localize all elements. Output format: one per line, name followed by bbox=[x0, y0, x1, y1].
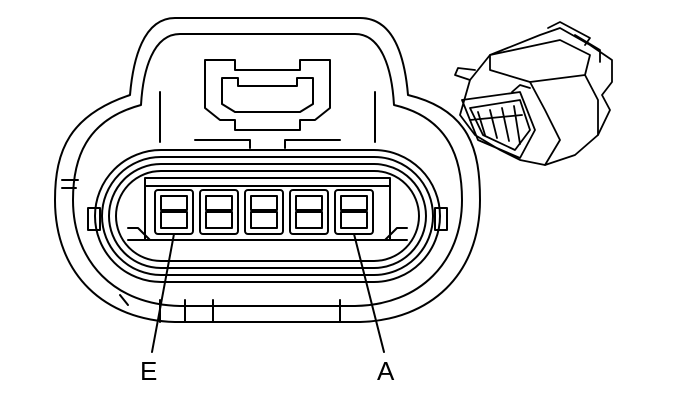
terminal-cavity-b bbox=[289, 189, 329, 235]
side-key-left bbox=[87, 207, 101, 231]
leader-line-a bbox=[353, 233, 385, 353]
connector-isometric-view bbox=[454, 21, 613, 166]
terminal-cavity-e bbox=[154, 189, 194, 235]
pin-label-a: A bbox=[377, 356, 395, 386]
housing-outer-outline bbox=[54, 17, 481, 323]
seal-ring-inner bbox=[115, 170, 420, 262]
terminal-cavity-d bbox=[199, 189, 239, 235]
terminal-cavity-c bbox=[244, 189, 284, 235]
seal-ring-outer bbox=[94, 149, 441, 283]
housing-inner-outline bbox=[72, 33, 463, 307]
pin-label-e: E bbox=[140, 356, 157, 386]
side-key-right bbox=[434, 207, 448, 231]
terminal-cavity-a bbox=[334, 189, 374, 235]
terminal-block bbox=[144, 177, 391, 241]
leader-line-e bbox=[151, 233, 175, 353]
iso-pin-face bbox=[461, 91, 536, 159]
seal-ring-3 bbox=[108, 163, 427, 269]
connector-face-view bbox=[54, 17, 481, 353]
terminal-cavities bbox=[154, 189, 374, 235]
locking-tab-inner bbox=[221, 77, 314, 113]
seal-ring-2 bbox=[101, 156, 434, 276]
locking-tab bbox=[204, 59, 331, 131]
